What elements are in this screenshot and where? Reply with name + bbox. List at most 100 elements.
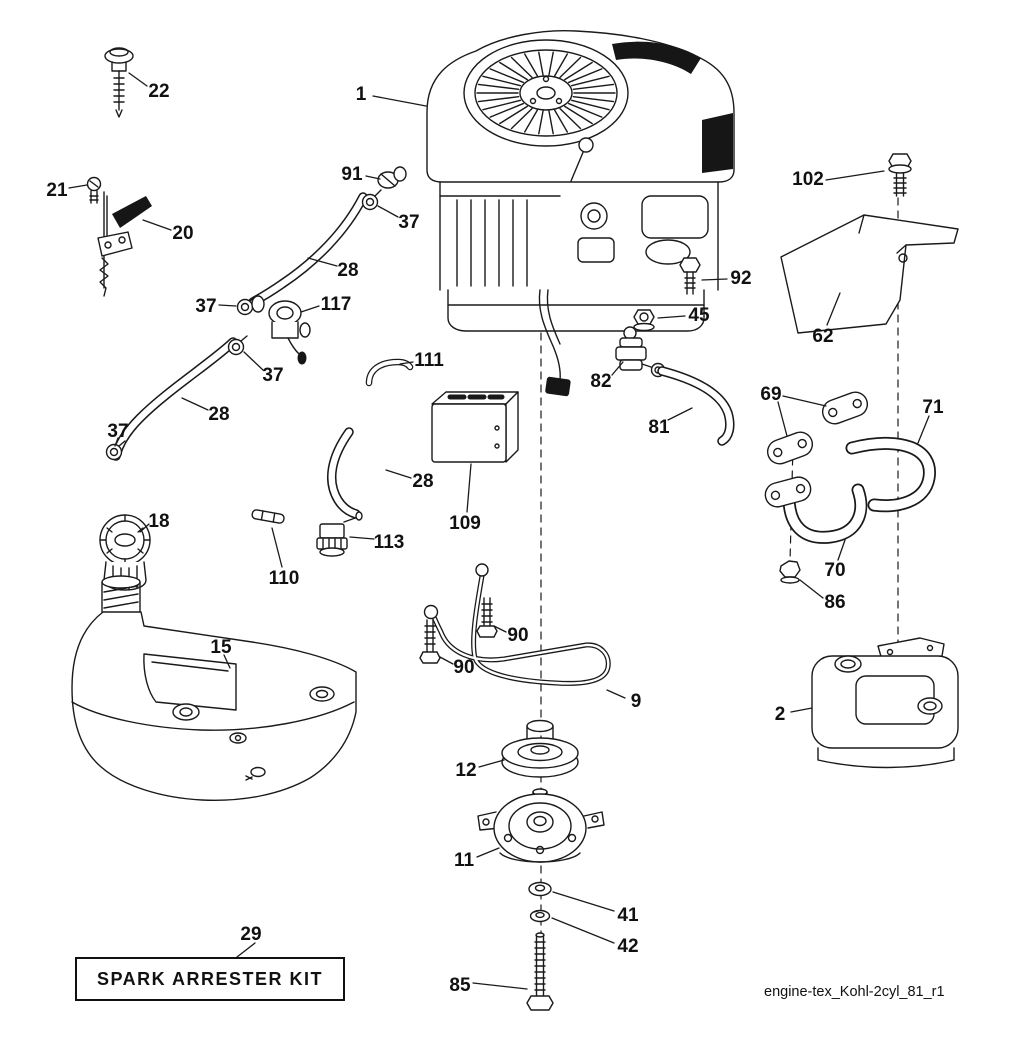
leader-line: [385, 469, 412, 479]
part-callout-28: 28: [208, 404, 229, 425]
part-callout-110: 110: [269, 568, 300, 589]
shoulder-screw-illustration: [888, 153, 912, 197]
part-callout-11: 11: [454, 850, 475, 871]
leader-line: [552, 891, 615, 912]
screw-illustration: [86, 176, 102, 204]
leader-line: [307, 257, 338, 267]
heat-shield-illustration: [780, 214, 959, 334]
part-callout-117: 117: [321, 294, 352, 315]
spark-arrester-kit-label: SPARK ARRESTER KIT: [96, 968, 323, 989]
long-bolt-illustration: [526, 932, 554, 1011]
leader-line: [826, 292, 841, 326]
hose-clamp-illustration: [361, 189, 382, 211]
leader-line: [782, 395, 827, 407]
leader-line: [701, 278, 728, 281]
part-callout-37: 37: [195, 296, 216, 317]
leader-line: [799, 579, 824, 599]
part-callout-15: 15: [210, 637, 232, 658]
leader-line: [218, 304, 237, 307]
leader-line: [472, 982, 528, 990]
leader-line: [476, 847, 500, 858]
fuel-hose-left: [111, 337, 238, 461]
leader-line: [466, 463, 472, 513]
flange-nut-illustration: [633, 309, 655, 332]
part-callout-111: 111: [414, 350, 444, 371]
leader-line: [493, 625, 507, 633]
clutch-illustration: [477, 788, 605, 863]
support-wire-illustration: [423, 563, 611, 686]
part-callout-62: 62: [812, 326, 833, 347]
fuel-hose-middle: [326, 427, 361, 519]
part-callout-37: 37: [107, 421, 128, 442]
washer-illustration: [528, 881, 552, 897]
hose-clamp-illustration: [236, 295, 257, 316]
bolt-illustration: [679, 257, 701, 295]
leader-lines: [68, 72, 930, 990]
leader-line: [142, 219, 172, 231]
plunger-illustration: [104, 47, 134, 118]
part-callout-109: 109: [449, 513, 481, 534]
muffler-illustration: [811, 637, 959, 769]
leader-line: [837, 539, 846, 561]
fuel-valve-illustration: [251, 295, 311, 365]
leader-line: [68, 184, 88, 189]
leader-line: [114, 437, 119, 447]
part-callout-1: 1: [356, 84, 367, 105]
leader-line: [667, 407, 693, 421]
fuel-hose-81: [657, 366, 735, 446]
leader-line: [611, 361, 624, 376]
part-callout-91: 91: [341, 164, 363, 185]
canister-illustration: [431, 391, 519, 463]
leader-line: [606, 689, 626, 699]
part-callout-18: 18: [148, 511, 169, 532]
part-callout-28: 28: [337, 260, 358, 281]
exhaust-pipe-left: [782, 483, 868, 544]
leader-line: [181, 397, 209, 411]
leader-line: [223, 654, 231, 669]
part-callout-21: 21: [46, 180, 68, 201]
diagram-reference-code: engine-tex_Kohl-2cyl_81_r1: [764, 984, 945, 1000]
hose-clamp-illustration: [105, 440, 126, 461]
spark-arrester-kit-box: SPARK ARRESTER KIT: [75, 957, 345, 1001]
elbow-fitting-illustration: [377, 166, 407, 189]
vent-hose-111: [365, 358, 414, 387]
leader-line: [349, 536, 375, 540]
throttle-control-illustration: [97, 191, 152, 297]
part-callout-12: 12: [455, 760, 476, 781]
part-callout-113: 113: [374, 532, 405, 553]
fuel-hose-upper: [248, 192, 368, 307]
part-callout-20: 20: [172, 223, 193, 244]
part-callout-42: 42: [617, 936, 638, 957]
part-callout-29: 29: [240, 924, 261, 945]
part-callout-70: 70: [824, 560, 845, 581]
leader-line: [271, 527, 283, 568]
lock-washer-illustration: [529, 909, 551, 923]
pulley-illustration: [501, 719, 579, 778]
part-callout-92: 92: [730, 268, 751, 289]
part-callout-90: 90: [453, 657, 474, 678]
leader-line: [128, 72, 148, 87]
part-callout-71: 71: [922, 397, 944, 418]
fuel-filter-fitting-illustration: [316, 511, 363, 557]
engine-illustration: [426, 29, 735, 397]
leader-line: [399, 361, 414, 365]
lock-nut-illustration: [779, 560, 801, 584]
fan-grille-icon: [476, 51, 616, 135]
leader-line: [478, 759, 505, 768]
part-callout-37: 37: [398, 212, 419, 233]
part-callout-45: 45: [688, 305, 710, 326]
fuel-tank-illustration: [71, 575, 357, 801]
exhaust-gasket-illustration: [766, 431, 814, 465]
hose-clamp-illustration: [227, 335, 248, 356]
part-callout-2: 2: [775, 704, 786, 725]
bolt-illustration: [476, 597, 498, 638]
leader-line: [551, 917, 615, 944]
exhaust-pipe-right: [845, 436, 936, 513]
exhaust-flange-illustration: [764, 476, 812, 508]
part-callout-41: 41: [617, 905, 639, 926]
leader-line: [300, 305, 320, 313]
leader-line: [236, 942, 256, 958]
leader-line: [243, 351, 264, 371]
